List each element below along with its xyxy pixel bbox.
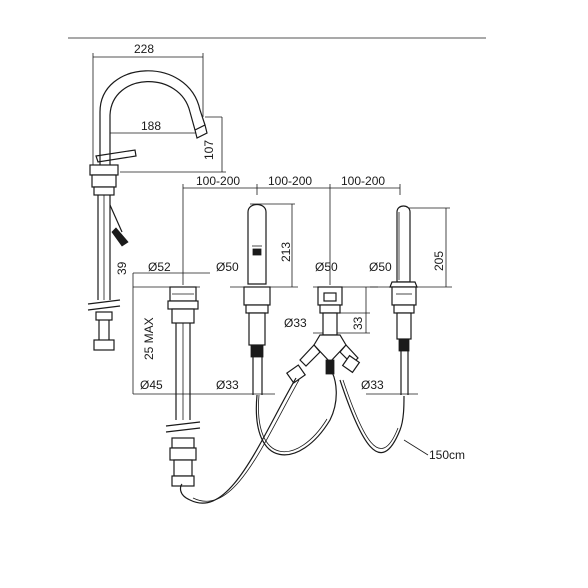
dim-spacing-2: 100-200 <box>268 174 312 188</box>
dim-d50-c: Ø50 <box>369 260 392 274</box>
valve-second <box>210 203 298 395</box>
valve-left <box>133 272 210 487</box>
dim-d50-a: Ø50 <box>216 260 239 274</box>
dim-213: 213 <box>279 242 293 262</box>
dim-d33-right: Ø33 <box>361 378 384 392</box>
hoses <box>179 371 429 504</box>
dim-205: 205 <box>432 251 446 271</box>
dim-d52: Ø52 <box>148 260 171 274</box>
dim-hose-length: 150cm <box>429 448 465 462</box>
dim-33: 33 <box>351 316 365 330</box>
dim-spacing-1: 100-200 <box>196 174 240 188</box>
dim-deck-max: 25 MAX <box>142 317 156 360</box>
dim-39: 39 <box>115 261 129 275</box>
spacing-dimension-lines <box>182 184 401 285</box>
dim-d33-left: Ø33 <box>216 378 239 392</box>
dim-d33-mid: Ø33 <box>284 316 307 330</box>
spout-elevation <box>87 53 226 351</box>
dim-spout-height: 107 <box>202 140 216 160</box>
diverter <box>285 286 378 384</box>
dim-spacing-3: 100-200 <box>341 174 385 188</box>
dim-spout-reach: 188 <box>141 119 161 133</box>
hand-shower <box>366 205 452 395</box>
dim-spout-width: 228 <box>134 42 154 56</box>
dim-d50-b: Ø50 <box>315 260 338 274</box>
dim-d45: Ø45 <box>140 378 163 392</box>
